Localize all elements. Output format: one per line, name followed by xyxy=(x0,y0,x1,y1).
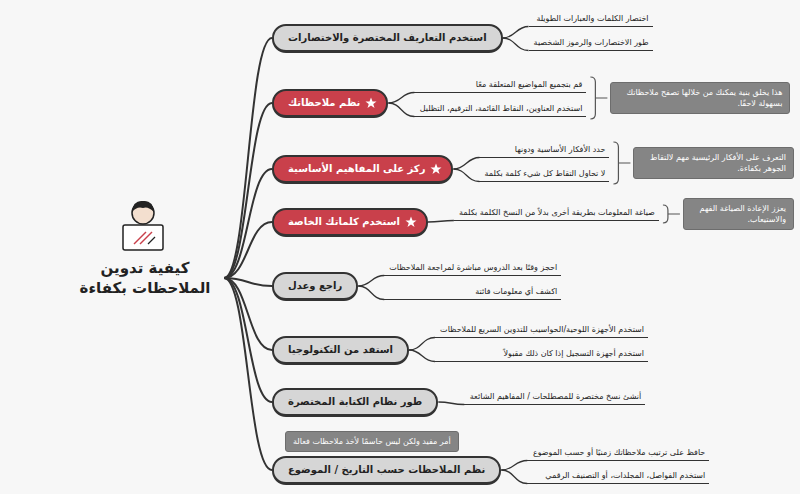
node-text: استخدم أجهزة التسجيل إذا كان ذلك مقبولاً xyxy=(439,348,644,359)
branch-connector xyxy=(224,169,272,278)
leaf-item: استخدم العناوين، النقاط القائمة، الترقيم… xyxy=(414,103,586,117)
node-text: قم بتجميع المواضيع المتعلقة معًا xyxy=(418,79,582,90)
branch-connector xyxy=(358,286,384,300)
branch-pill: راجع وعدل xyxy=(272,272,358,301)
pen-stroke xyxy=(148,237,155,244)
node-text: اكشف أي معلومات فائتة xyxy=(388,286,557,297)
leaf-item: أنشئ نسخ مختصرة للمصطلحات / المفاهيم الش… xyxy=(464,391,645,405)
laptop xyxy=(123,225,163,250)
writer-illustration xyxy=(123,201,163,250)
hair xyxy=(132,201,154,212)
branch-connector xyxy=(224,103,272,278)
node-text: استخدم الفواصل، المجلدات، أو التصنيف الر… xyxy=(531,470,705,481)
branch-connector xyxy=(501,470,527,484)
branch-pill: نظم الملاحظات حسب التاريخ / الموضوع xyxy=(272,456,501,485)
node-text: كيفية تدوين الملاحظات بكفاءة xyxy=(70,258,220,298)
star-shape xyxy=(366,97,377,108)
star-shape xyxy=(405,216,416,227)
branch-connector xyxy=(453,158,479,170)
leaf-item: قم بتجميع المواضيع المتعلقة معًا xyxy=(414,79,586,93)
node-text: يعزز الإعادة الصياغة الفهم والاستيعاب. xyxy=(691,203,786,225)
branch-connector xyxy=(409,350,435,362)
node-text: نظم ملاحظاتك xyxy=(288,96,360,110)
node-text: نظم الملاحظات حسب التاريخ / الموضوع xyxy=(288,463,485,477)
branch-connector xyxy=(224,38,272,278)
node-text: استخدم كلماتك الخاصة xyxy=(288,215,400,229)
node-text: طور الاختصارات والرموز الشخصية xyxy=(533,37,649,48)
star-icon xyxy=(405,216,417,228)
branch-pill: استخدم التعاريف المختصرة والاختصارات xyxy=(272,24,503,53)
branch-connector xyxy=(453,169,479,182)
leaf-item: استخدم أجهزة التسجيل إذا كان ذلك مقبولاً xyxy=(435,348,648,362)
group-bracket xyxy=(590,77,607,119)
branch-pill: نظم ملاحظاتك xyxy=(272,89,388,118)
node-text: استخدم الأجهزة اللوحية/الحواسيب للتدوين … xyxy=(439,324,644,335)
star-shape xyxy=(431,163,442,174)
branch-connector xyxy=(501,461,527,471)
node-text: التعرف على الأفكار الرئيسية مهم لالتقاط … xyxy=(641,152,786,174)
leaf-item: لا تحاول التقاط كل شيء كلمة بكلمة xyxy=(479,168,609,182)
branch-connector xyxy=(224,278,272,470)
branch-pill: ركز على المفاهيم الأساسية xyxy=(272,155,453,184)
central-topic: كيفية تدوين الملاحظات بكفاءة xyxy=(70,258,220,298)
leaf-item: اختصار الكلمات والعبارات الطويلة xyxy=(529,13,653,27)
note-callout: أمر مفيد ولكن ليس حاسمًا لأخذ ملاحظات فع… xyxy=(285,431,459,452)
branch-connector xyxy=(358,276,384,287)
node-text: حافظ على ترتيب ملاحظاتك زمنيًا أو حسب ال… xyxy=(531,447,705,458)
node-text: استفد من التكنولوجيا xyxy=(288,343,393,357)
branch-connector xyxy=(388,103,414,117)
node-text: أنشئ نسخ مختصرة للمصطلحات / المفاهيم الش… xyxy=(468,391,641,402)
branch-connector xyxy=(388,93,414,104)
group-bracket xyxy=(663,205,680,223)
branch-connector xyxy=(409,338,435,351)
branch-connector xyxy=(428,221,454,223)
pen-stroke xyxy=(134,232,146,244)
group-bracket xyxy=(613,142,630,184)
branch-pill: طور نظام الكتابة المختصرة xyxy=(272,388,438,417)
node-text: ركز على المفاهيم الأساسية xyxy=(288,162,425,176)
note-callout: التعرف على الأفكار الرئيسية مهم لالتقاط … xyxy=(633,147,794,179)
node-text: استخدم العناوين، النقاط القائمة، الترقيم… xyxy=(418,103,582,114)
node-text: حدد الأفكار الأساسية ودونها xyxy=(483,144,605,155)
leaf-item: طور الاختصارات والرموز الشخصية xyxy=(529,37,653,51)
node-text: هذا يخلق بنية يمكنك من خلالها تصفح ملاحظ… xyxy=(618,87,782,109)
node-text: استخدم التعاريف المختصرة والاختصارات xyxy=(288,31,487,45)
branch-connector xyxy=(224,278,272,402)
branch-connector xyxy=(438,402,464,405)
leaf-item: اكشف أي معلومات فائتة xyxy=(384,286,561,300)
node-text: صياغة المعلومات بطريقة أخرى بدلاً من الن… xyxy=(458,207,655,218)
leaf-item: صياغة المعلومات بطريقة أخرى بدلاً من الن… xyxy=(454,207,659,221)
leaf-item: احجز وقتًا بعد الدروس مباشرة لمراجعة الم… xyxy=(384,262,561,276)
leaf-item: حدد الأفكار الأساسية ودونها xyxy=(479,144,609,158)
branch-pill: استفد من التكنولوجيا xyxy=(272,336,409,365)
node-text: أمر مفيد ولكن ليس حاسمًا لأخذ ملاحظات فع… xyxy=(293,436,451,447)
node-text: لا تحاول التقاط كل شيء كلمة بكلمة xyxy=(483,168,605,179)
node-text: طور نظام الكتابة المختصرة xyxy=(288,395,422,409)
branch-connector xyxy=(503,27,529,39)
note-callout: هذا يخلق بنية يمكنك من خلالها تصفح ملاحظ… xyxy=(610,82,790,114)
node-text: اختصار الكلمات والعبارات الطويلة xyxy=(533,13,649,24)
star-icon xyxy=(365,97,377,109)
branch-connector xyxy=(224,222,272,278)
node-text: راجع وعدل xyxy=(288,279,342,293)
note-callout: يعزز الإعادة الصياغة الفهم والاستيعاب. xyxy=(683,198,794,230)
node-text: احجز وقتًا بعد الدروس مباشرة لمراجعة الم… xyxy=(388,262,557,273)
leaf-item: استخدم الفواصل، المجلدات، أو التصنيف الر… xyxy=(527,470,709,484)
branch-connector xyxy=(503,38,529,51)
leaf-item: استخدم الأجهزة اللوحية/الحواسيب للتدوين … xyxy=(435,324,648,338)
leaf-item: حافظ على ترتيب ملاحظاتك زمنيًا أو حسب ال… xyxy=(527,447,709,461)
star-icon xyxy=(430,163,442,175)
branch-pill: استخدم كلماتك الخاصة xyxy=(272,208,428,237)
